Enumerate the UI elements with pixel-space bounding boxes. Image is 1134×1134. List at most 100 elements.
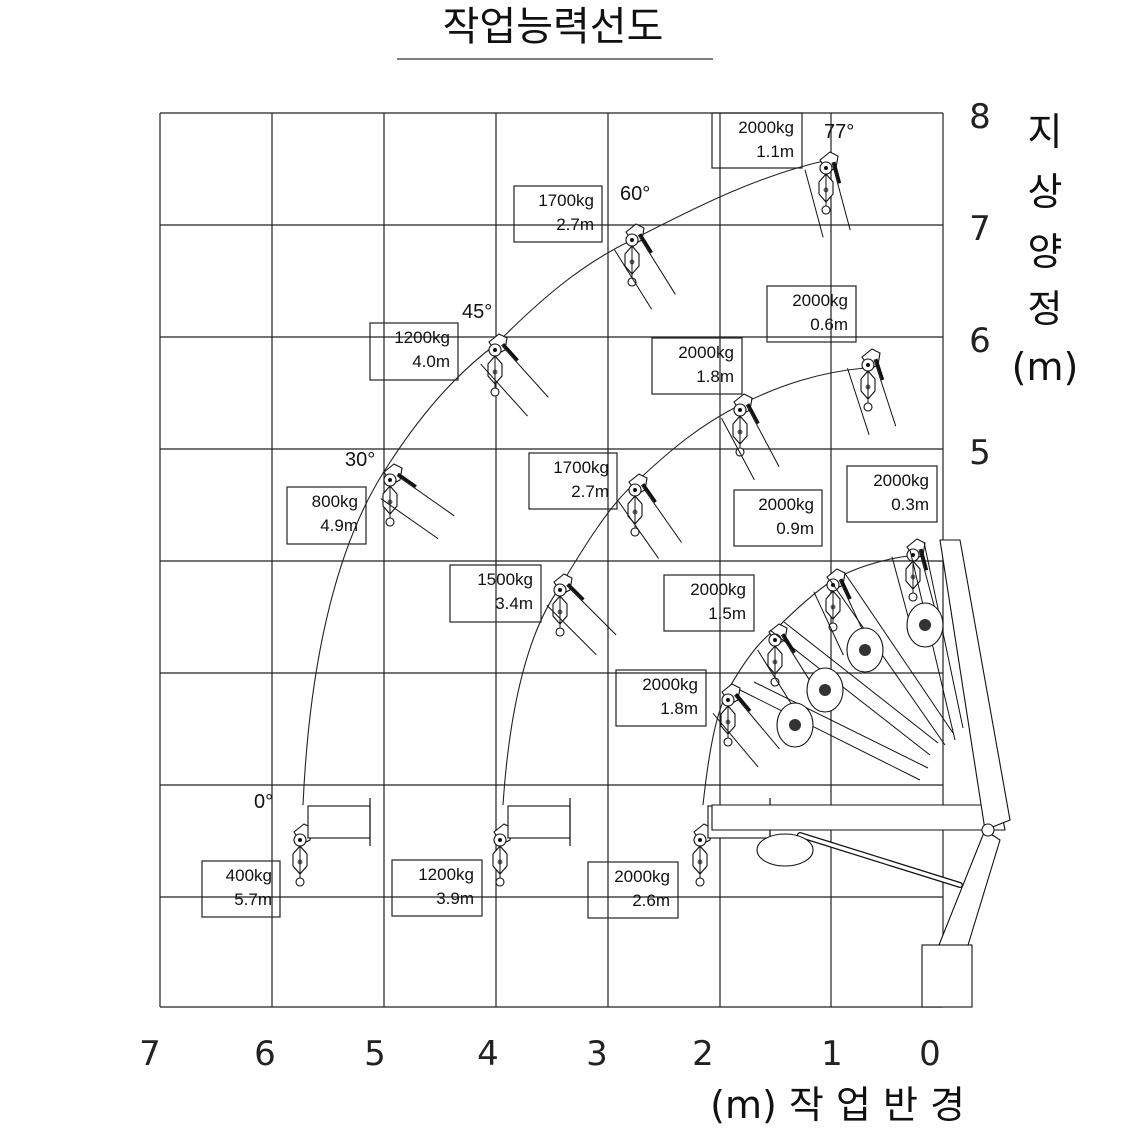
load-capacity: 1700kg — [553, 458, 609, 477]
working-radius: 3.4m — [495, 594, 533, 613]
hook-block-icon — [905, 538, 926, 602]
x-tick: 6 — [254, 1034, 276, 1074]
load-capacity: 1200kg — [394, 328, 450, 347]
working-radius: 1.1m — [756, 142, 794, 161]
boom-outline — [380, 498, 439, 540]
winch-icon — [756, 833, 814, 867]
load-box-frame — [587, 861, 679, 919]
hook-block-icon — [492, 823, 513, 887]
x-tick: 7 — [139, 1034, 161, 1074]
boom-outline — [396, 475, 455, 517]
x-tick: 3 — [586, 1034, 608, 1074]
boom-outline — [831, 162, 851, 231]
working-radius: 2.6m — [632, 891, 670, 910]
boom-position-line — [753, 681, 929, 769]
raised-boom — [939, 539, 1011, 831]
hook-block-icon — [860, 348, 881, 412]
load-capacity: 2000kg — [678, 343, 734, 362]
hook-block-icon — [732, 393, 753, 457]
x-tick: 4 — [477, 1034, 499, 1074]
boom-tip — [919, 548, 929, 571]
x-tick: 5 — [364, 1034, 386, 1074]
boom-section — [507, 805, 571, 839]
boom-outline — [712, 712, 759, 768]
y-label-char: 지 — [1028, 110, 1063, 154]
hook-block-icon — [720, 683, 741, 747]
working-radius: 4.9m — [320, 516, 358, 535]
load-capacity: 800kg — [312, 492, 358, 511]
load-capacity: 2000kg — [614, 867, 670, 886]
load-capacity: 2000kg — [690, 580, 746, 599]
working-radius: 1.8m — [660, 699, 698, 718]
x-axis-label: (m) 작 업 반 경 — [710, 1083, 965, 1127]
y-tick: 6 — [969, 321, 991, 361]
load-box-frame — [846, 465, 938, 523]
main-boom — [711, 804, 1006, 831]
crane-base — [921, 944, 973, 1008]
load-box-frame — [651, 337, 743, 395]
hook-block-icon — [627, 473, 648, 537]
boom-outline — [804, 169, 824, 238]
boom-outline — [546, 604, 597, 656]
y-label-unit: (m) — [1012, 345, 1079, 389]
load-box: 2000kg 1.1m — [711, 112, 803, 169]
crane-column — [934, 829, 1001, 956]
pivot-pin — [981, 823, 995, 837]
load-capacity: 2000kg — [873, 471, 929, 490]
boom-outline — [480, 363, 528, 417]
winch-hub — [919, 619, 931, 631]
boom-tip — [746, 403, 760, 425]
boom-position-line — [739, 689, 921, 781]
working-radius: 0.9m — [776, 519, 814, 538]
boom-tip — [874, 358, 885, 381]
load-box: 2000kg 0.9m — [733, 489, 823, 547]
x-tick: 1 — [821, 1034, 843, 1074]
load-capacity: 2000kg — [642, 675, 698, 694]
x-axis-ticks: 7 6 5 4 3 2 1 0 — [139, 1034, 941, 1074]
load-box: 2000kg 1.8m — [615, 669, 707, 727]
load-capacity: 2000kg — [758, 495, 814, 514]
hook-block-icon — [624, 223, 645, 287]
boom-outline — [614, 249, 653, 310]
load-box: 800kg 4.9m — [286, 486, 367, 545]
hook-block-icon — [552, 573, 573, 637]
boom-position-line — [829, 579, 946, 746]
angle-label: 45° — [462, 301, 492, 323]
boom-outline — [618, 500, 659, 559]
working-radius: 0.6m — [810, 315, 848, 334]
load-box-frame — [449, 564, 542, 623]
boom-outline — [813, 591, 844, 656]
hook-block-icon — [825, 568, 846, 632]
boom-outline — [846, 368, 870, 435]
working-radius: 2.7m — [571, 482, 609, 501]
y-label-char: 정 — [1028, 287, 1063, 331]
x-tick: 0 — [919, 1034, 941, 1074]
load-box-frame — [391, 859, 483, 917]
y-label-char: 양 — [1028, 230, 1063, 274]
hook-block-icon — [767, 623, 788, 687]
grid — [159, 112, 944, 1008]
load-box-frame — [201, 860, 281, 918]
boom-position-line — [769, 629, 931, 756]
boom-tip — [501, 342, 519, 362]
working-radius: 5.7m — [234, 890, 272, 909]
working-radius: 1.8m — [696, 367, 734, 386]
boom-tip — [566, 582, 585, 601]
boom-tip — [638, 233, 653, 254]
boom-outline — [891, 556, 911, 625]
load-box: 2000kg 2.6m — [587, 861, 679, 919]
boom-tip — [734, 693, 752, 712]
load-capacity: 2000kg — [738, 118, 794, 137]
boom-position-line — [923, 541, 964, 729]
boom-outline — [637, 234, 676, 295]
crane-drawing — [292, 151, 1011, 1008]
hook-block-icon — [487, 333, 508, 397]
load-capacity: 1700kg — [538, 191, 594, 210]
y-axis-label: 지 상 양 정 (m) — [1012, 110, 1079, 389]
winch-hub — [819, 684, 831, 696]
